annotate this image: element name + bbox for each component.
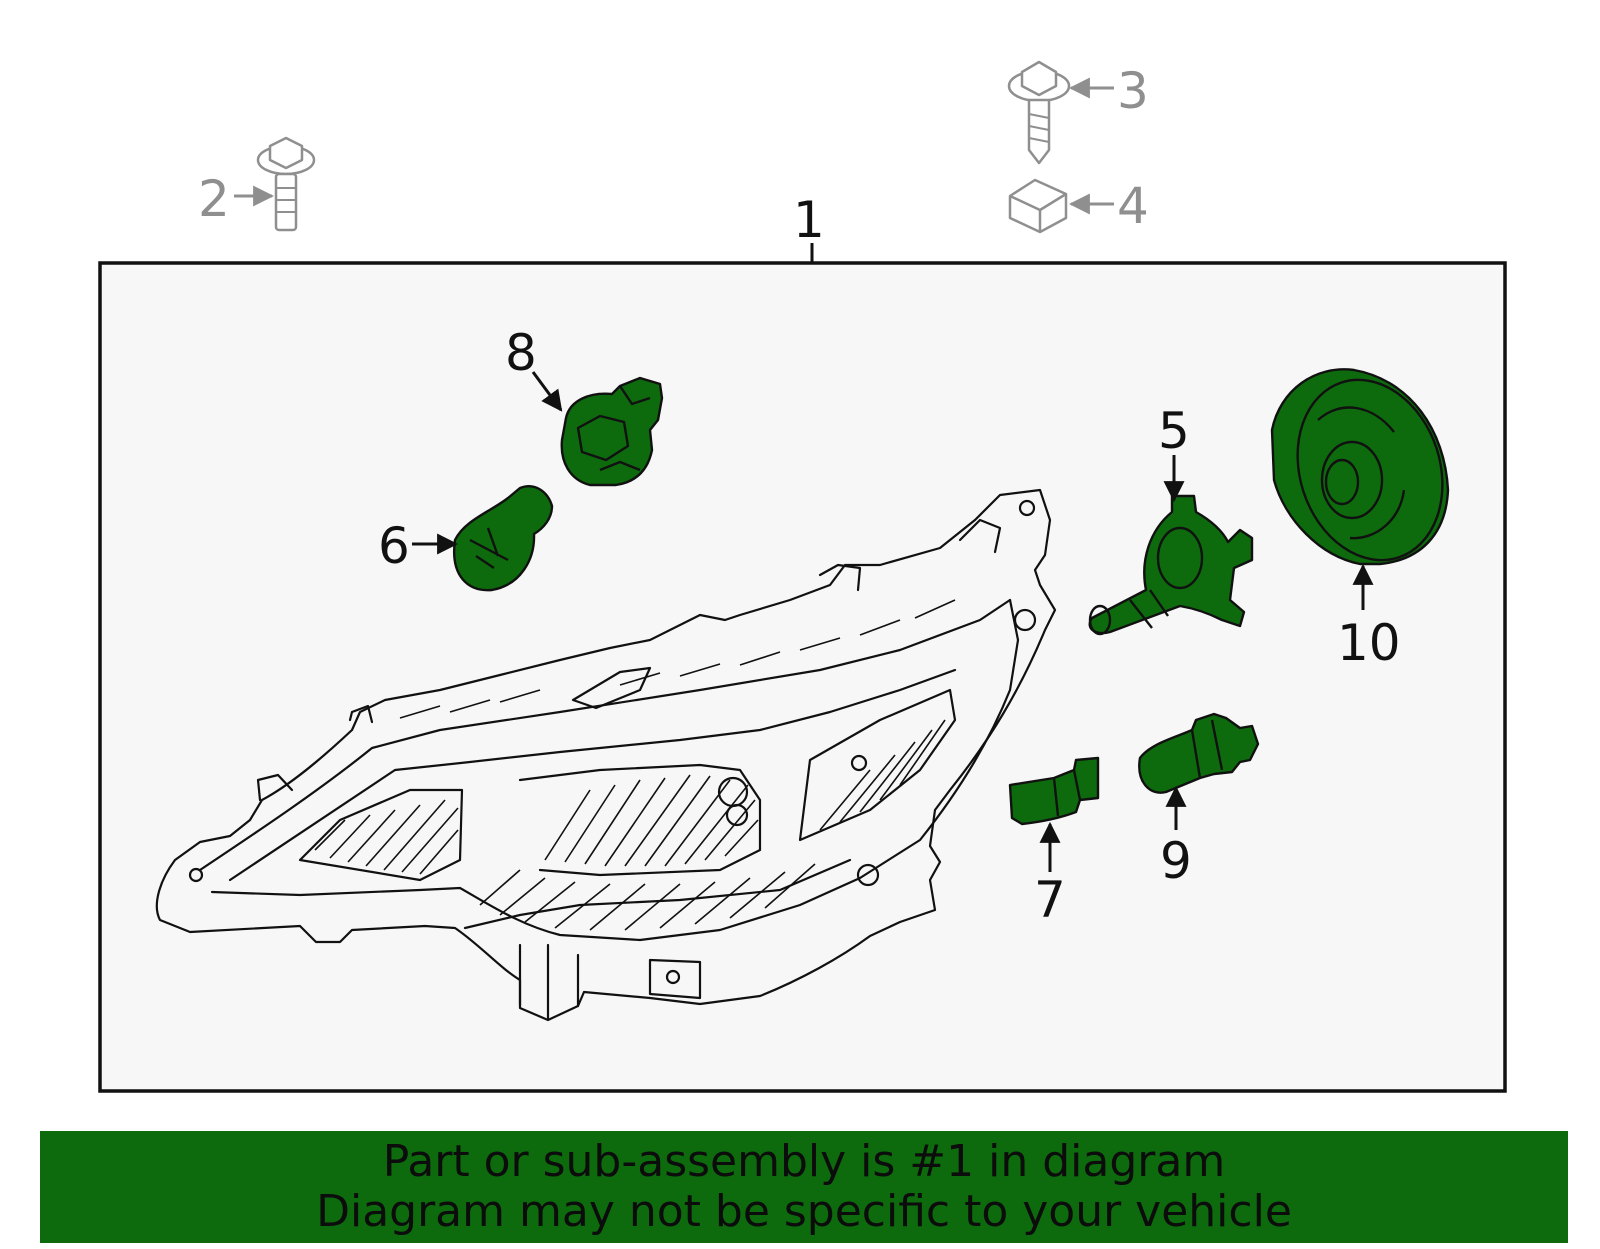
callout-5: 5 bbox=[1158, 402, 1190, 460]
headlamp-housing bbox=[155, 488, 1057, 1022]
bulb-6 bbox=[452, 485, 554, 592]
disclaimer-line-1: Part or sub-assembly is #1 in diagram bbox=[382, 1136, 1226, 1187]
callout-8-arrow bbox=[531, 371, 563, 412]
bulb-9 bbox=[1138, 712, 1260, 794]
callout-10: 10 bbox=[1337, 614, 1401, 672]
bulb-5 bbox=[1088, 494, 1254, 636]
clip-4 bbox=[1008, 178, 1068, 234]
callout-7: 7 bbox=[1034, 871, 1066, 929]
disclaimer-banner: Part or sub-assembly is #1 in diagram Di… bbox=[40, 1131, 1568, 1243]
callout-3: 3 bbox=[1117, 62, 1149, 120]
bolt-2 bbox=[256, 136, 316, 232]
callout-1: 1 bbox=[793, 191, 825, 249]
bulb-7 bbox=[1008, 756, 1100, 826]
callout-8: 8 bbox=[505, 324, 537, 382]
screw-3 bbox=[1007, 60, 1071, 165]
callout-4: 4 bbox=[1117, 177, 1149, 235]
disclaimer-line-2: Diagram may not be specific to your vehi… bbox=[316, 1186, 1292, 1237]
callout-2: 2 bbox=[198, 170, 230, 228]
cap-10 bbox=[1270, 368, 1450, 566]
socket-8 bbox=[560, 376, 664, 487]
callout-6: 6 bbox=[378, 517, 410, 575]
callout-9: 9 bbox=[1160, 832, 1192, 890]
assembly-panel bbox=[98, 261, 1507, 1093]
